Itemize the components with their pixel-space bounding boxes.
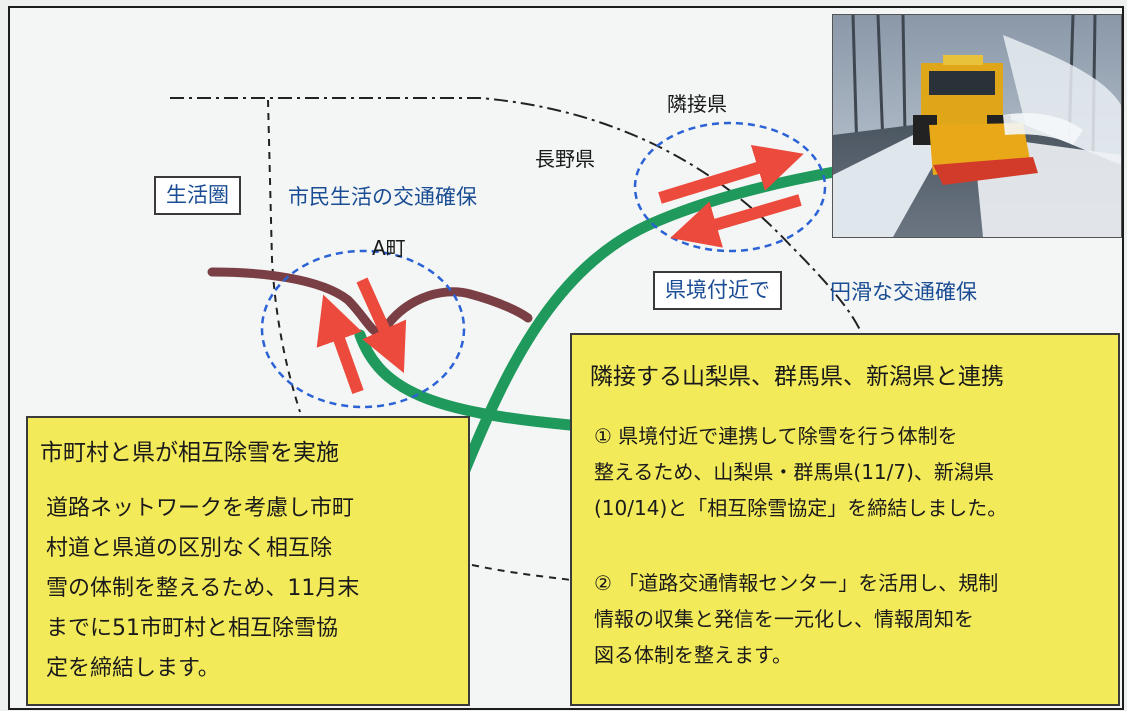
left-box-line: 道路ネットワークを考慮し市町 bbox=[46, 496, 355, 521]
neighbor-pref-label: 隣接県 bbox=[667, 92, 727, 116]
item2-line: 情報の収集と発信を一元化し、情報周知を bbox=[594, 607, 974, 631]
prefecture-boundary bbox=[170, 97, 861, 331]
item1-line: 整えるため、山梨県・群馬県(11/7)、新潟県 bbox=[594, 460, 994, 484]
left-box-line: 雪の体制を整えるため、11月末 bbox=[46, 576, 360, 601]
living-zone-label: 生活圏 bbox=[154, 176, 241, 215]
left-box-line: までに51市町村と相互除雪協 bbox=[46, 616, 338, 641]
item1-line: ① 県境付近で連携して除雪を行う体制を bbox=[594, 424, 958, 448]
smooth-traffic-label: 円滑な交通確保 bbox=[830, 280, 977, 304]
right-box-heading: 隣接する山梨県、群馬県、新潟県と連携 bbox=[590, 364, 1004, 390]
left-box-line: 定を締結します。 bbox=[46, 656, 220, 681]
living-zone-boundary-bottom bbox=[471, 564, 571, 581]
item2-line: ② 「道路交通情報センター」を活用し、規制 bbox=[594, 571, 999, 595]
left-box-heading: 市町村と県が相互除雪を実施 bbox=[40, 440, 339, 466]
snowplow-photo bbox=[832, 14, 1122, 238]
item2-line: 図る体制を整えます。 bbox=[594, 643, 792, 667]
living-zone-boundary bbox=[267, 99, 301, 413]
a-town-circle bbox=[260, 249, 466, 409]
red-arrow-up bbox=[316, 294, 364, 395]
neighbor-cooperation-box: 隣接する山梨県、群馬県、新潟県と連携 ① 県境付近で連携して除雪を行う体制を 整… bbox=[570, 333, 1120, 706]
red-arrow-down bbox=[356, 277, 407, 374]
border-area-label: 県境付近で bbox=[653, 271, 782, 310]
neighbor-circle bbox=[633, 121, 827, 253]
a-town-label: A町 bbox=[372, 236, 406, 260]
item1-line: (10/14)と「相互除雪協定」を締結しました。 bbox=[594, 496, 1008, 520]
nagano-label: 長野県 bbox=[535, 147, 595, 171]
mutual-snow-removal-box: 市町村と県が相互除雪を実施 道路ネットワークを考慮し市町 村道と県道の区別なく相… bbox=[26, 416, 470, 706]
left-box-line: 村道と県道の区別なく相互除 bbox=[46, 536, 333, 561]
red-arrow-left bbox=[670, 194, 802, 248]
red-arrow-right bbox=[658, 144, 804, 204]
citizen-traffic-label: 市民生活の交通確保 bbox=[288, 185, 477, 209]
